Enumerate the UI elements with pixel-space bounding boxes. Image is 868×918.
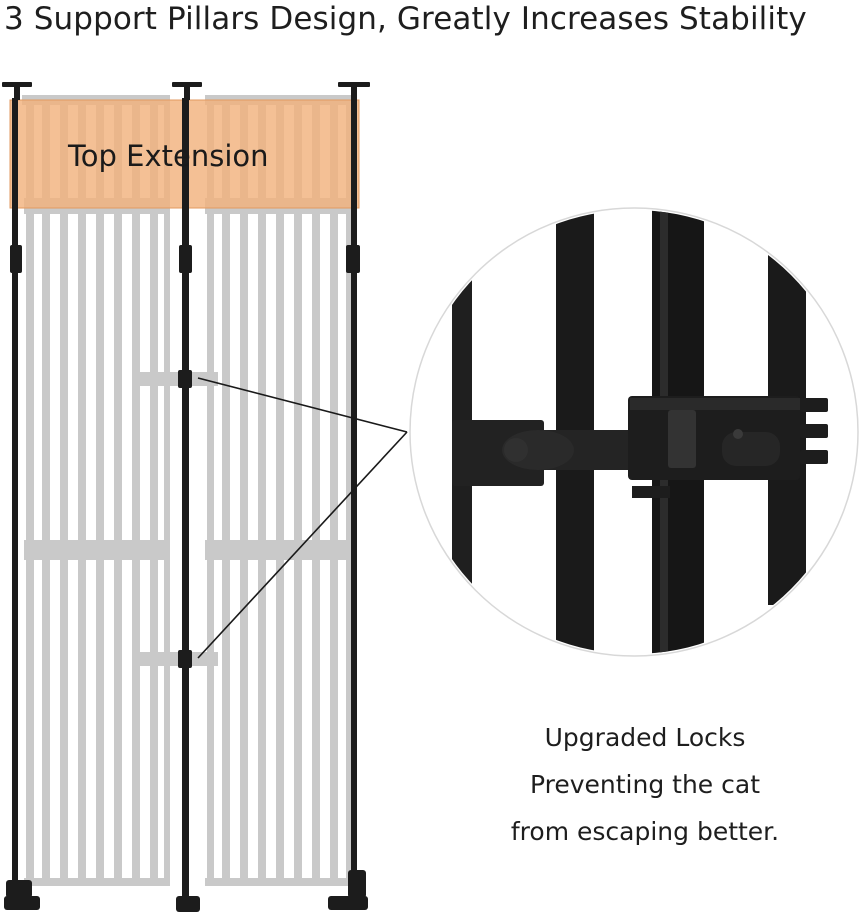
caption-line-1: Upgraded Locks	[544, 723, 746, 752]
callout-lines	[197, 377, 408, 659]
left-pillar-foot	[4, 896, 40, 910]
headline: 3 Support Pillars Design, Greatly Increa…	[4, 1, 807, 37]
center-pillar-foot	[176, 896, 200, 912]
right-pillar-foot	[328, 896, 368, 910]
center-pillar-cap	[172, 82, 202, 87]
top-extension-label: Top Extension	[68, 139, 269, 173]
left-panel	[22, 95, 182, 886]
lock-zoom-detail	[452, 210, 828, 654]
right-pillar-cap	[338, 82, 370, 87]
caption-line-3: from escaping better.	[510, 817, 780, 846]
right-panel	[192, 95, 355, 886]
left-pillar-cap	[2, 82, 32, 87]
caption-line-2: Preventing the cat	[529, 770, 761, 799]
pillars	[2, 82, 370, 912]
